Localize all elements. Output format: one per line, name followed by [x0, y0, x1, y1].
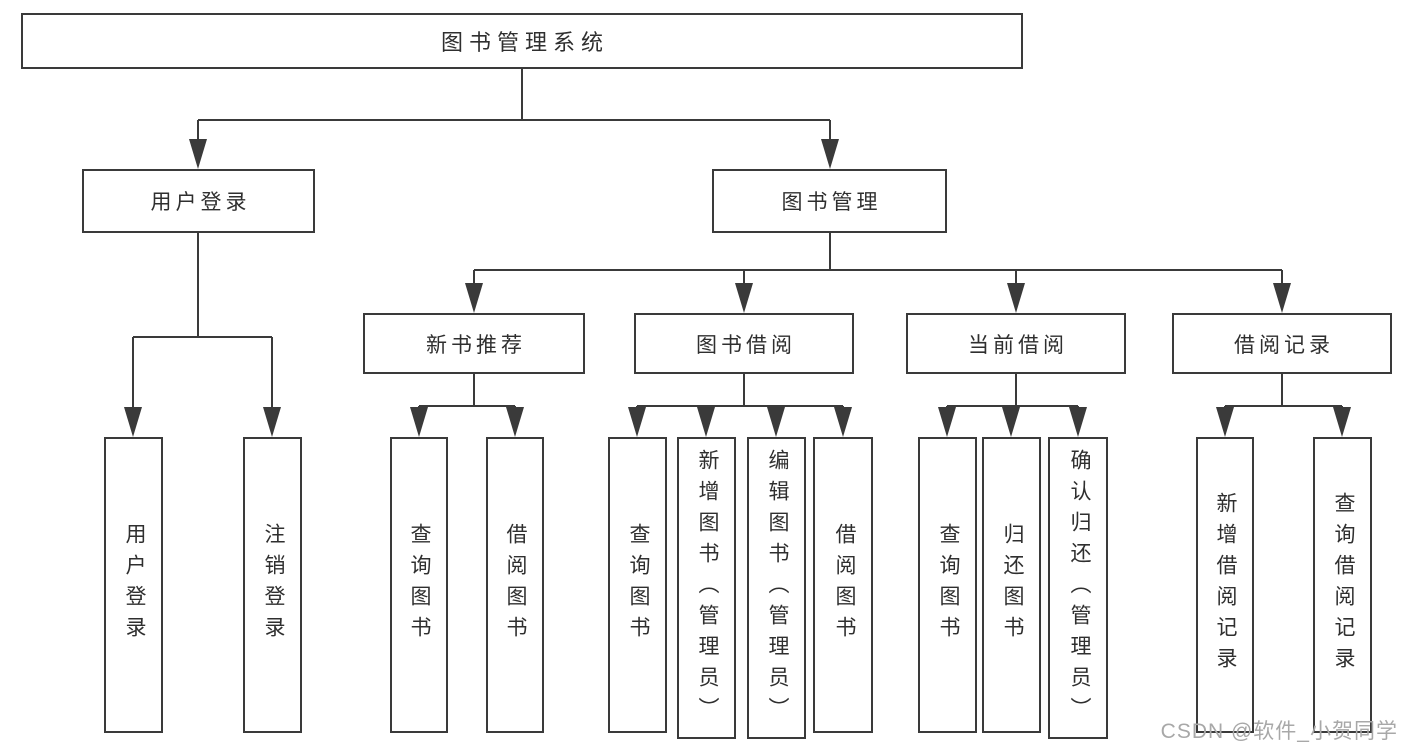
watermark: CSDN @软件_小贺同学	[1160, 720, 1398, 743]
node-user-login: 用户登录	[82, 169, 315, 233]
leaf-query-books-recommend: 查询图书	[390, 437, 448, 733]
leaf-borrow-books-borrowing: 借阅图书	[813, 437, 873, 733]
leaf-query-books-borrowing: 查询图书	[608, 437, 667, 733]
leaf-add-book-admin: 新增图书（管理员）	[677, 437, 736, 739]
node-book-management: 图书管理	[712, 169, 947, 233]
leaf-confirm-return-admin: 确认归还（管理员）	[1048, 437, 1108, 739]
leaf-add-borrow-record: 新增借阅记录	[1196, 437, 1254, 733]
leaf-edit-book-admin: 编辑图书（管理员）	[747, 437, 806, 739]
leaf-query-books-current: 查询图书	[918, 437, 977, 733]
leaf-logout-login: 注销登录	[243, 437, 302, 733]
node-new-book-recommendation: 新书推荐	[363, 313, 585, 374]
leaf-query-borrow-record: 查询借阅记录	[1313, 437, 1372, 733]
node-library-management-system: 图书管理系统	[21, 13, 1023, 69]
node-current-borrowing: 当前借阅	[906, 313, 1126, 374]
leaf-borrow-books-recommend: 借阅图书	[486, 437, 544, 733]
node-book-borrowing: 图书借阅	[634, 313, 854, 374]
leaf-return-books: 归还图书	[982, 437, 1041, 733]
node-borrowing-records: 借阅记录	[1172, 313, 1392, 374]
leaf-user-login: 用户登录	[104, 437, 163, 733]
